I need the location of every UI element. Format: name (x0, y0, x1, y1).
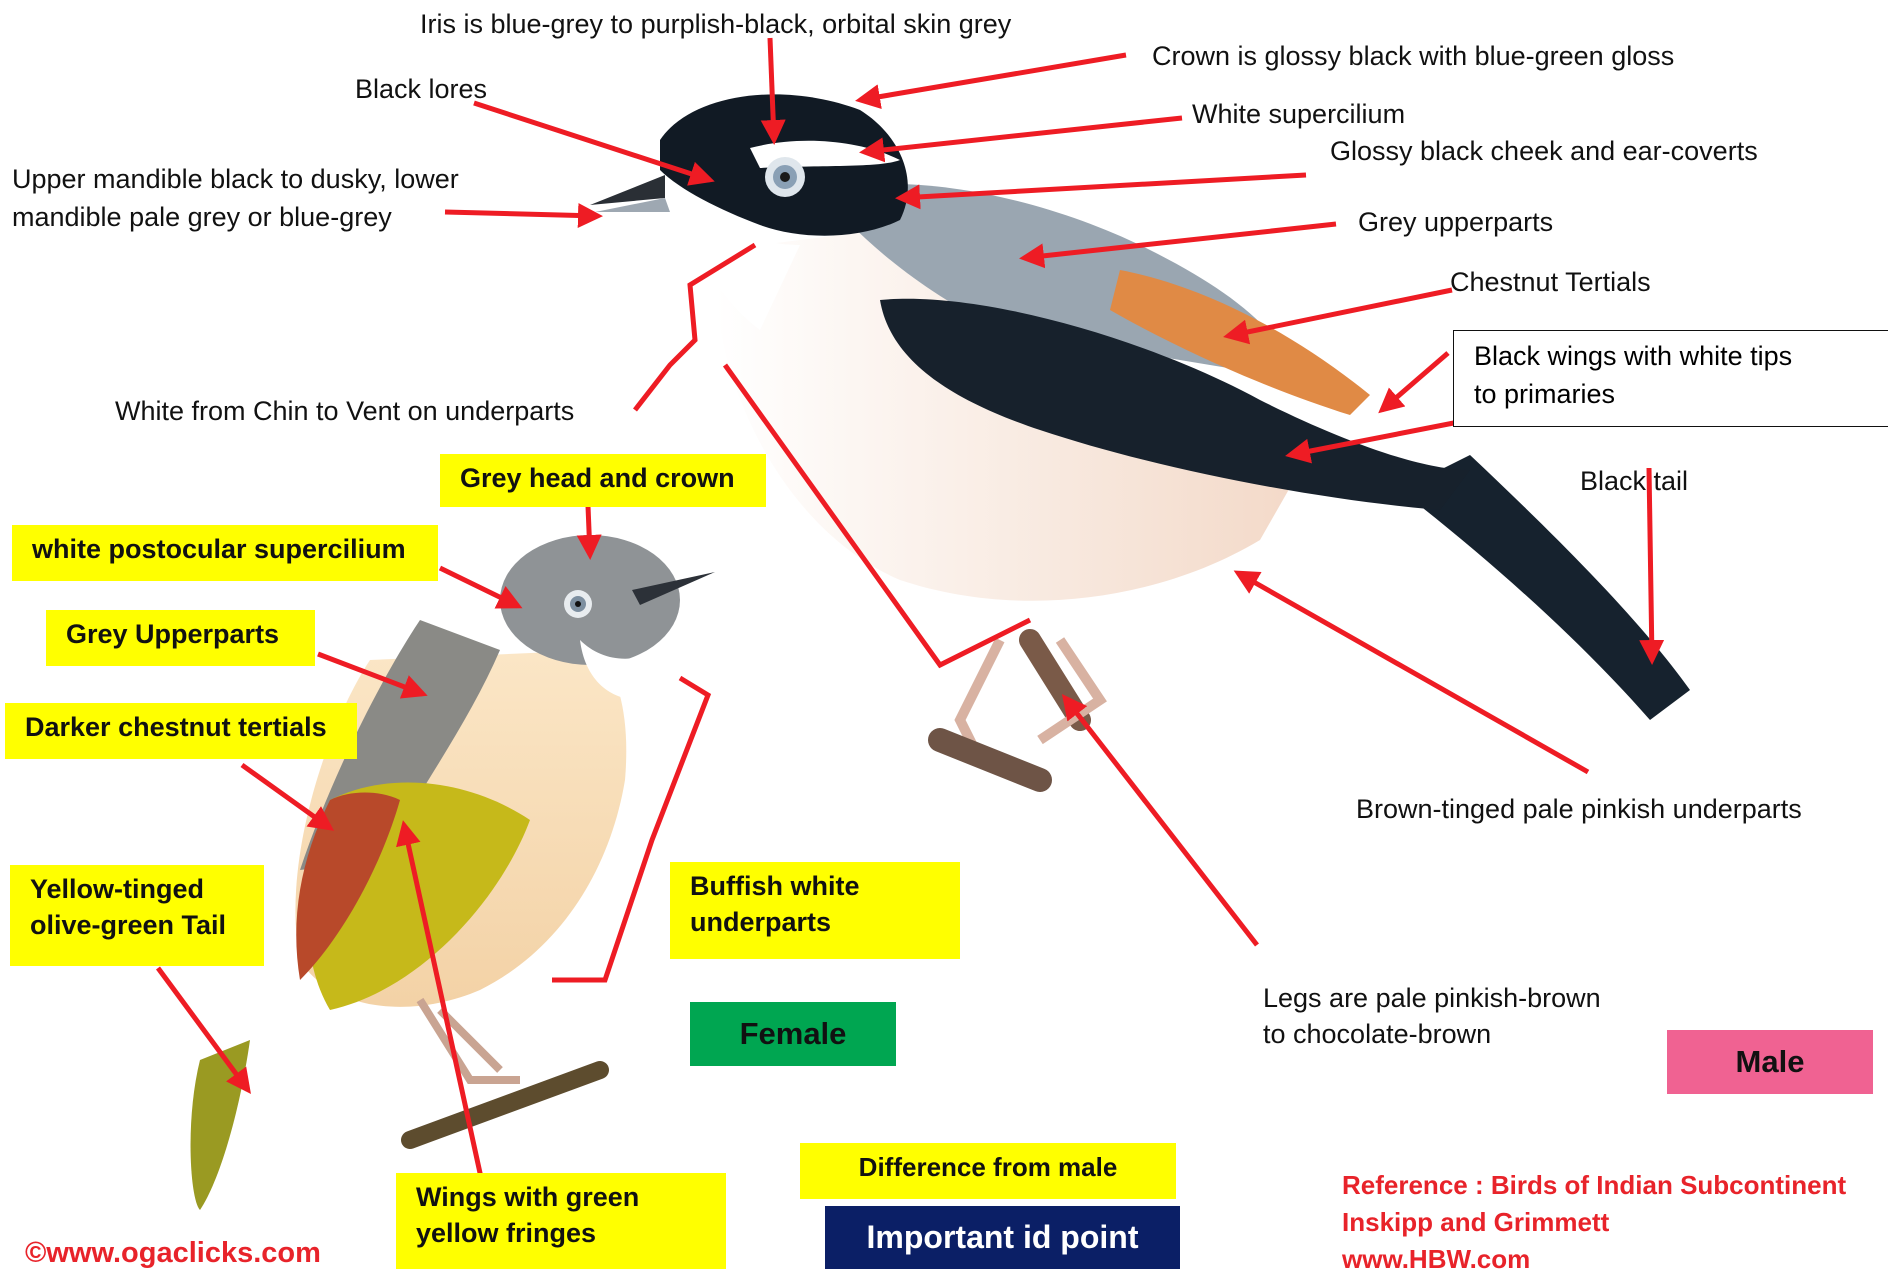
label-crown: Crown is glossy black with blue-green gl… (1152, 40, 1674, 72)
male-tag: Male (1667, 1030, 1873, 1094)
label-wing-fringes: Wings with green yellow fringes (396, 1173, 726, 1269)
label-black-wings-line2: to primaries (1474, 375, 1868, 413)
label-female-tail-line2: olive-green Tail (30, 907, 244, 943)
label-black-tail: Black tail (1580, 465, 1688, 497)
label-darker-tertials: Darker chestnut tertials (5, 703, 357, 759)
label-legs-line2: to chocolate-brown (1263, 1018, 1491, 1050)
label-grey-head: Grey head and crown (440, 454, 766, 507)
label-female-tail: Yellow-tinged olive-green Tail (10, 865, 264, 966)
reference-line2: Inskipp and Grimmett (1342, 1203, 1609, 1241)
label-chestnut-tertials: Chestnut Tertials (1450, 266, 1651, 298)
reference-line3: www.HBW.com (1342, 1240, 1530, 1278)
copyright: ©www.ogaclicks.com (25, 1234, 321, 1272)
label-grey-upperparts: Grey upperparts (1358, 206, 1553, 238)
female-tag: Female (690, 1002, 896, 1066)
label-pinkish-underparts: Brown-tinged pale pinkish underparts (1356, 793, 1802, 825)
label-black-lores: Black lores (355, 73, 487, 105)
label-postocular: white postocular supercilium (12, 525, 438, 581)
label-buffish-line1: Buffish white (690, 868, 940, 904)
legend-important: Important id point (825, 1206, 1180, 1269)
label-wing-fringes-line1: Wings with green (416, 1179, 706, 1215)
label-cheek: Glossy black cheek and ear-coverts (1330, 135, 1758, 167)
label-female-tail-line1: Yellow-tinged (30, 871, 244, 907)
label-female-upperparts: Grey Upperparts (46, 610, 315, 666)
legend-difference: Difference from male (800, 1143, 1176, 1199)
label-iris: Iris is blue-grey to purplish-black, orb… (420, 8, 1011, 40)
male-bird-illustration (590, 94, 1690, 780)
label-wing-fringes-line2: yellow fringes (416, 1215, 706, 1251)
label-legs-line1: Legs are pale pinkish-brown (1263, 982, 1601, 1014)
label-black-wings: Black wings with white tips to primaries (1453, 330, 1888, 427)
label-mandible-line1: Upper mandible black to dusky, lower (12, 163, 459, 195)
label-chin-vent: White from Chin to Vent on underparts (115, 395, 574, 427)
label-black-wings-line1: Black wings with white tips (1474, 337, 1868, 375)
label-white-supercilium: White supercilium (1192, 98, 1405, 130)
label-mandible-line2: mandible pale grey or blue-grey (12, 201, 392, 233)
label-buffish-underparts: Buffish white underparts (670, 862, 960, 959)
label-buffish-line2: underparts (690, 904, 940, 940)
reference-line1: Reference : Birds of Indian Subcontinent (1342, 1166, 1846, 1204)
